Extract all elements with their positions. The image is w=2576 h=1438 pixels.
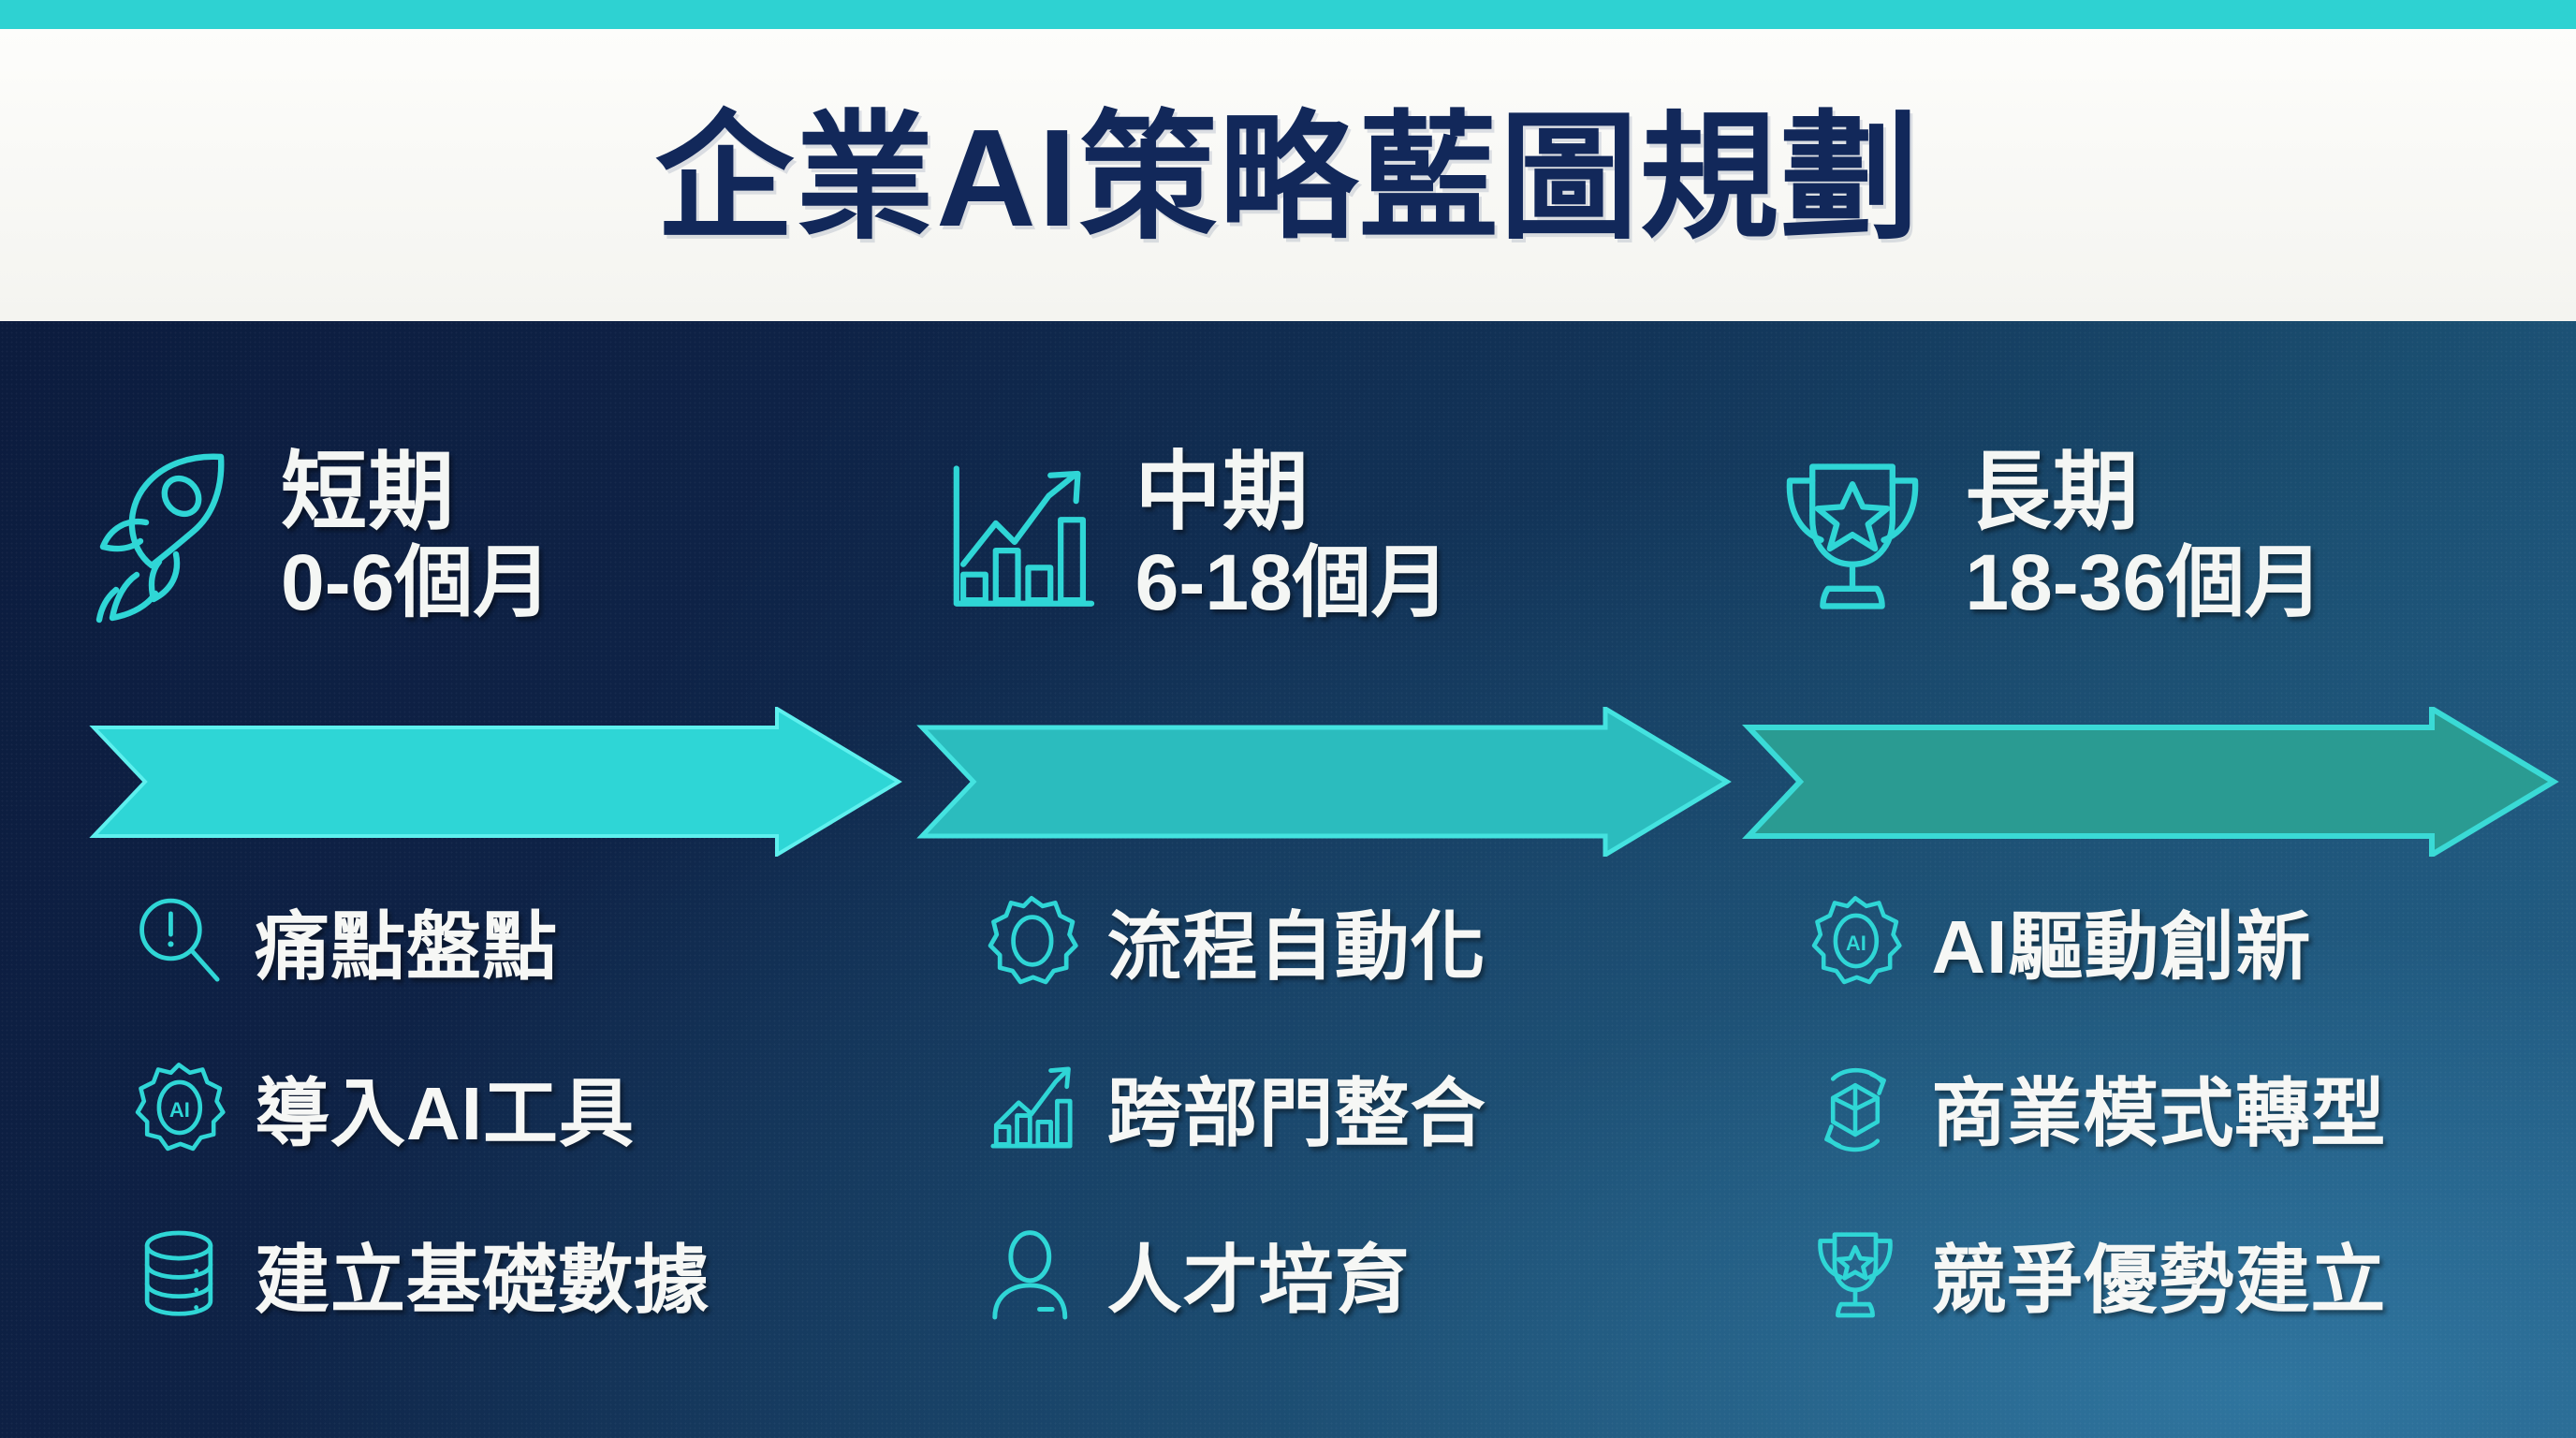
page-title: 企業AI策略藍圖規劃	[655, 101, 1921, 256]
svg-text:AI: AI	[1846, 932, 1866, 955]
timeline-arrow-mid-term	[916, 707, 1732, 857]
database-icon	[131, 1224, 227, 1325]
list-item: AI 導入AI工具	[131, 1048, 900, 1167]
phase-label-group: 中期 6-18個月	[1134, 445, 1450, 627]
list-item: AI AI驅動創新	[1808, 881, 2576, 1001]
list-item-label: 建立基礎數據	[255, 1239, 710, 1322]
gear-icon	[984, 890, 1079, 991]
list-item: 痛點盤點	[131, 881, 900, 1001]
phase-items-short-term: 痛點盤點 AI 導入AI工具	[0, 864, 900, 1360]
list-item-label: 競爭優勢建立	[1931, 1239, 2387, 1322]
list-item: 商業模式轉型	[1808, 1048, 2576, 1167]
body-canvas: 短期 0-6個月	[0, 321, 2576, 1438]
title-band: 企業AI策略藍圖規劃	[0, 29, 2576, 321]
list-item: 建立基礎數據	[131, 1214, 900, 1334]
rocket-icon	[90, 441, 247, 633]
phase-range: 0-6個月	[281, 538, 552, 627]
phase-range: 18-36個月	[1965, 538, 2324, 627]
phase-header-row: 短期 0-6個月	[0, 410, 2576, 663]
cube-refresh-icon	[1808, 1057, 1903, 1158]
gear-ai-icon: AI	[1808, 890, 1903, 991]
phase-items-long-term: AI AI驅動創新	[1751, 864, 2576, 1360]
phase-items-columns: 痛點盤點 AI 導入AI工具	[0, 864, 2576, 1360]
bar-chart-trend-icon	[984, 1057, 1079, 1158]
phase-label-group: 長期 18-36個月	[1965, 445, 2324, 627]
phase-header-short-term: 短期 0-6個月	[0, 410, 892, 663]
phase-name: 長期	[1965, 445, 2140, 541]
phase-items-mid-term: 流程自動化 跨部門整合	[900, 864, 1752, 1360]
phase-name: 中期	[1134, 445, 1310, 541]
timeline-arrow-row	[0, 707, 2576, 857]
person-icon	[984, 1224, 1079, 1325]
trophy-small-icon	[1808, 1224, 1903, 1325]
list-item: 競爭優勢建立	[1808, 1214, 2576, 1334]
timeline-arrow-short-term	[89, 707, 902, 857]
phase-range: 6-18個月	[1134, 538, 1450, 627]
phase-label-group: 短期 0-6個月	[281, 445, 552, 627]
phase-header-long-term: 長期 18-36個月	[1746, 410, 2576, 663]
top-accent-bar	[0, 0, 2576, 29]
magnifier-alert-icon	[131, 890, 227, 991]
timeline-arrow-long-term	[1742, 707, 2559, 857]
list-item: 人才培育	[984, 1214, 1752, 1334]
trophy-icon	[1774, 441, 1931, 633]
list-item-label: 人才培育	[1106, 1239, 1411, 1322]
phase-name: 短期	[281, 445, 456, 541]
phase-header-mid-term: 中期 6-18個月	[892, 410, 1747, 663]
timeline-arrows	[89, 707, 2559, 857]
growth-chart-icon	[944, 441, 1102, 633]
gear-ai-icon: AI	[131, 1057, 227, 1158]
list-item-label: 流程自動化	[1106, 905, 1486, 989]
list-item-label: 商業模式轉型	[1931, 1072, 2387, 1155]
list-item-label: 跨部門整合	[1106, 1072, 1486, 1155]
list-item: 流程自動化	[984, 881, 1752, 1001]
list-item: 跨部門整合	[984, 1048, 1752, 1167]
list-item-label: AI驅動創新	[1931, 905, 2312, 989]
list-item-label: 導入AI工具	[255, 1072, 635, 1155]
svg-text:AI: AI	[169, 1098, 190, 1122]
list-item-label: 痛點盤點	[255, 905, 558, 989]
